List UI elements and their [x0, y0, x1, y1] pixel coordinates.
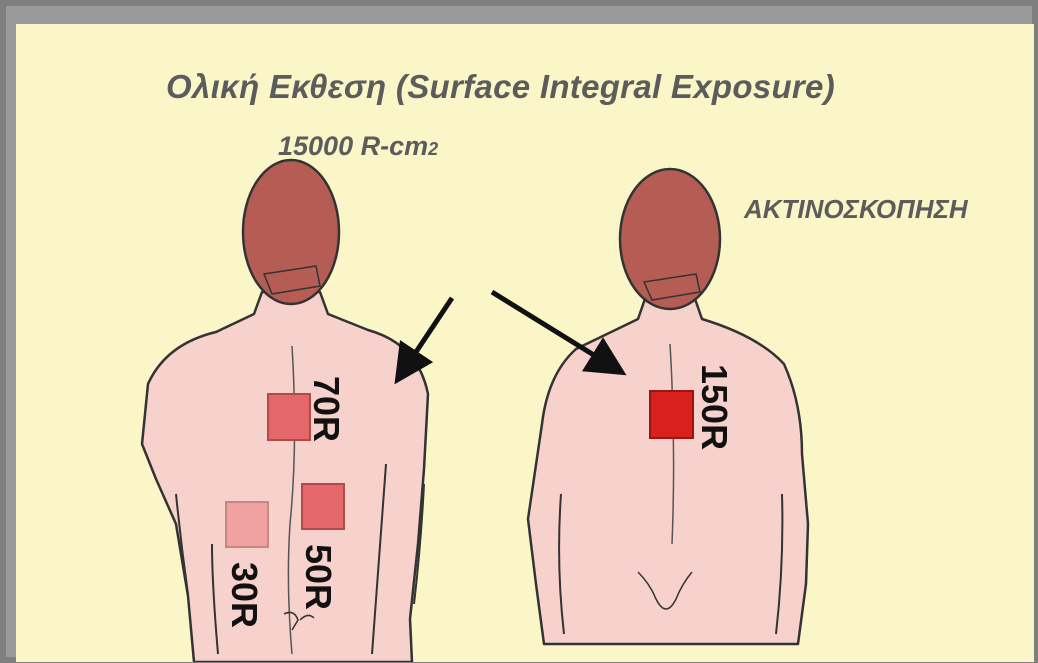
right-head [620, 169, 720, 309]
left-dose-label-70r: 70R [306, 376, 347, 442]
left-dose-label-30r: 30R [224, 562, 265, 628]
total-exposure-unit-subscript: 2 [428, 139, 438, 159]
right-body [528, 296, 808, 644]
left-dose-field-50r [302, 484, 344, 529]
left-dose-field-30r [226, 502, 268, 547]
total-exposure-value: 15000 R-cm [278, 131, 428, 161]
right-dose-field-150r [650, 391, 693, 438]
right-dose-label-150r: 150R [694, 364, 735, 450]
left-dose-field-70r [268, 394, 310, 440]
diagram-title: Ολική Εκθεση (Surface Integral Exposure) [166, 68, 835, 106]
total-exposure-label: 15000 R-cm2 [278, 131, 438, 162]
diagram-artwork: 70R 50R 30R 150R [16, 24, 1034, 662]
arrow-to-left-figure [400, 298, 452, 376]
left-head [243, 160, 339, 304]
left-dose-label-50r: 50R [298, 544, 339, 610]
procedure-label: ΑΚΤΙΝΟΣΚΟΠΗΣΗ [744, 194, 968, 225]
arrow-to-right-figure [492, 292, 618, 370]
diagram-panel: 70R 50R 30R 150R Ολική Εκθεση (Surface I… [16, 24, 1034, 662]
